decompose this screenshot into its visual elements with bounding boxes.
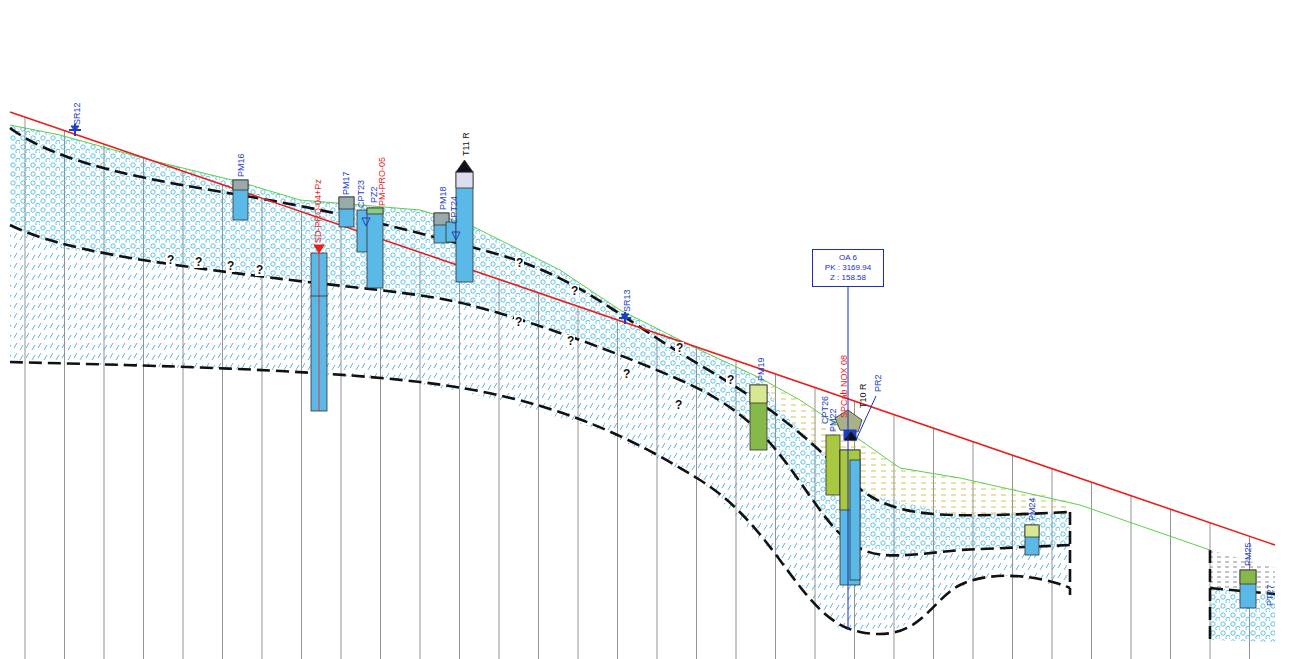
borehole-label: PM-PRO-05: [377, 157, 387, 206]
markers: [69, 124, 857, 440]
uncertainty-mark: ?: [674, 399, 683, 411]
leader-line: [848, 287, 849, 630]
borehole-label: PM22: [828, 408, 838, 432]
silt-layer: [760, 378, 1070, 515]
uncertainty-mark: ?: [622, 368, 631, 380]
structure-box: OA 6PK : 3169.94Z : 158.58: [812, 249, 884, 287]
layer-boundaries: [10, 128, 1275, 640]
borehole-label: T11 R: [461, 132, 471, 156]
uncertainty-mark: ?: [194, 256, 203, 268]
borehole-label: PR2: [873, 374, 883, 392]
uncertainty-mark: ?: [255, 264, 264, 276]
borehole-label: T10 R: [858, 383, 868, 408]
uncertainty-mark: ?: [675, 342, 684, 354]
uncertainty-mark: ?: [515, 257, 524, 269]
borehole-label: SPCab NOX 08: [839, 355, 849, 418]
borehole-label: PM18: [438, 186, 448, 210]
borehole-label: PM17: [341, 171, 351, 195]
borehole-label: PM24: [1027, 497, 1037, 521]
uncertainty-mark: ?: [566, 335, 575, 347]
borehole-label: SR12: [72, 102, 82, 125]
borehole-label: SD-PRO-04+Pz: [313, 179, 323, 243]
borehole-label: PM25: [1243, 542, 1253, 566]
grid-line: [1170, 509, 1171, 659]
borehole-label: SR13: [622, 289, 632, 312]
structure-data: Z : 158.58: [819, 273, 877, 283]
borehole-label: CPT24: [449, 196, 459, 224]
uncertainty-mark: ?: [166, 254, 175, 266]
borehole-label: CPT23: [356, 180, 366, 208]
borehole-label: PM19: [756, 357, 766, 381]
structure-data: PK : 3169.94: [819, 263, 877, 273]
uncertainty-mark: ?: [570, 285, 579, 297]
uncertainty-mark: ?: [726, 374, 735, 386]
terrain-line: [10, 125, 1210, 550]
uncertainty-mark: ?: [514, 316, 523, 328]
borehole-label: PT27: [1265, 584, 1275, 606]
schist-layer: [10, 225, 1070, 630]
grid-line: [1131, 496, 1132, 659]
structure-name: OA 6: [819, 253, 877, 263]
project-line: [10, 112, 1275, 545]
uncertainty-mark: ?: [226, 260, 235, 272]
boreholes: [233, 160, 1256, 608]
borehole-label: PM16: [236, 153, 246, 177]
